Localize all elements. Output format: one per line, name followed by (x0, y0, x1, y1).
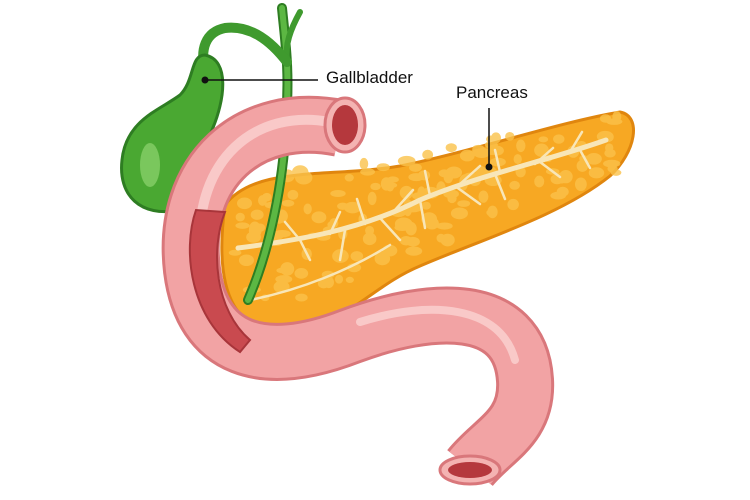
pancreas-lobule (238, 254, 254, 267)
pancreas-lobule (281, 199, 295, 207)
pancreas-lobule (280, 262, 295, 276)
pancreas-lobule (383, 182, 398, 189)
pancreas-lobule (436, 222, 453, 230)
pancreas-lobule (303, 203, 312, 215)
pancreas-lobule (236, 197, 253, 210)
pancreas-lobule (350, 251, 364, 262)
pancreas-lobule (228, 249, 242, 256)
pancreas-lobule (249, 221, 261, 236)
pancreas-lobule (370, 182, 381, 191)
pancreas-lobule (362, 232, 377, 246)
pancreas-lobule (604, 148, 616, 158)
pancreas-lobule (344, 174, 354, 182)
pancreas-lobule (345, 276, 354, 283)
pancreas-lobule (360, 168, 376, 176)
duodenum (161, 95, 555, 487)
pancreas-lobule (409, 163, 422, 172)
pancreas-lobule (507, 198, 519, 211)
pancreas-lobule (516, 139, 526, 153)
pancreas-lobule (534, 175, 545, 188)
pancreas-lobule (250, 209, 264, 220)
pancreas-lobule (359, 157, 369, 170)
pancreas-lobule (330, 190, 346, 198)
pancreas-lobule (486, 209, 497, 217)
pancreas-lobule (394, 224, 411, 231)
pancreas-lobule (459, 149, 475, 162)
leader-lines (201, 76, 493, 171)
pancreas-lobule (408, 173, 425, 182)
pancreas-lobule (399, 185, 414, 200)
pancreas-lobule (291, 165, 309, 180)
pancreas-lobule (445, 143, 457, 153)
pancreas-lobule (457, 200, 471, 207)
pancreas-lobule (404, 238, 417, 246)
pancreas (220, 110, 635, 334)
gallbladder-label: Gallbladder (326, 68, 413, 87)
pancreas-lobule (606, 118, 623, 125)
pancreas-lobule (585, 153, 602, 165)
pancreas-lobule (556, 186, 569, 197)
pancreas-lobule (397, 155, 416, 167)
pancreas-lobule (422, 149, 434, 160)
pancreas-lobule (295, 293, 308, 302)
pancreas-lobule (425, 217, 439, 230)
pancreas-lobule (574, 177, 587, 192)
pancreas-lobule (610, 169, 622, 176)
pancreas-lobule (294, 268, 309, 279)
pancreas-lobule (553, 134, 565, 144)
pancreas-lobule (436, 233, 446, 243)
pancreas-lobule (258, 195, 267, 206)
pancreas-lobule (445, 166, 463, 179)
pancreas-lobule (344, 201, 362, 214)
pancreas-lobule (509, 180, 520, 190)
pancreas-lobule (490, 132, 501, 144)
pancreas-lobule (588, 167, 605, 179)
pancreas-lobule (576, 159, 589, 172)
pancreas-lobule (450, 207, 468, 220)
pancreas-lobule (473, 147, 491, 158)
pancreas-lobule (505, 132, 515, 141)
pancreas-lobule (311, 211, 327, 224)
pancreas-lobule (367, 191, 377, 206)
pancreas-lobule (287, 189, 299, 200)
pancreas-lobule (317, 279, 330, 289)
pancreas-lobule (235, 212, 245, 222)
pancreas-lobule (478, 190, 489, 203)
pancreas-lobule (334, 274, 344, 284)
pancreas-lobule (405, 246, 423, 256)
pancreas-lobule (376, 163, 390, 172)
pancreas-lobule (603, 159, 621, 168)
pancreas-lobule (235, 222, 250, 229)
pancreas-lobule (538, 136, 549, 143)
pancreas-label: Pancreas (456, 83, 528, 102)
pancreas-lobule (513, 154, 522, 165)
